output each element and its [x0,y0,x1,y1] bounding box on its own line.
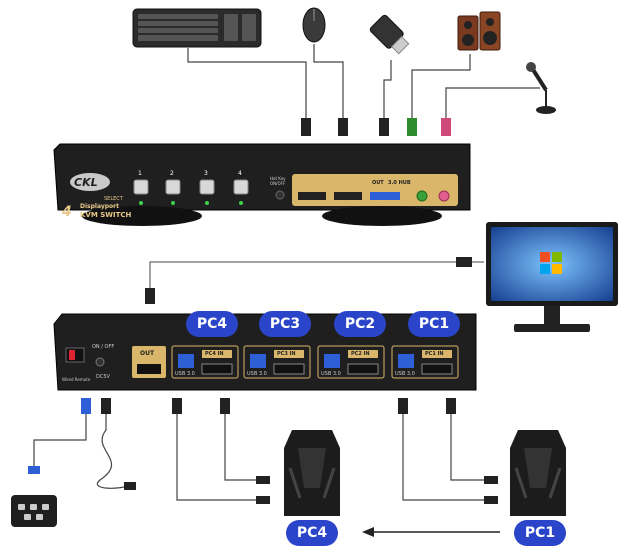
port-number-1: 1 [138,170,142,177]
pc-badge-bottom-right: PC1 [514,520,566,546]
power-label: ON / OFF [92,344,115,350]
usb-label-pc4: USB 3.0 [175,371,195,377]
port-in-label-pc3: PC3 IN [277,351,296,357]
rear-out-label: OUT [140,350,155,357]
usb-label-pc3: USB 3.0 [247,371,267,377]
port-in-label-pc1: PC1 IN [425,351,444,357]
hotkey-label: Hot Key ON/OFF [270,176,286,186]
model-line-2: KVM SWITCH [80,211,132,219]
microphone-icon [524,62,564,116]
mouse-icon [302,6,326,44]
usb-label-pc2: USB 3.0 [321,371,341,377]
pc-badge-pc1: PC1 [408,311,460,337]
usb-flash-drive-icon [366,12,416,60]
model-number: 4 [62,204,72,220]
speakers-icon [456,10,502,54]
port-number-4: 4 [238,170,242,177]
peripheral-cables [0,0,640,160]
front-out-label: OUT [372,180,384,186]
kvm-front-panel [52,140,476,240]
pc-tower-icon-left [280,428,344,520]
monitor-icon [484,220,620,338]
pc-badge-pc3: PC3 [259,311,311,337]
usb-hub-label: 3.0 HUB [388,180,411,186]
port-number-2: 2 [170,170,174,177]
model-line-1: Displayport [80,203,119,210]
port-in-label-pc4: PC4 IN [205,351,224,357]
wired-remote-label: Wired Remote [62,377,91,382]
pc-tower-icon-right [506,428,570,520]
dc-label: DC5V [96,374,110,380]
keyboard-icon [132,8,262,48]
port-in-label-pc2: PC2 IN [351,351,370,357]
select-label: SELECT [104,196,123,202]
pc-badge-pc4: PC4 [186,311,238,337]
port-number-3: 3 [204,170,208,177]
pc-badge-bottom-left: PC4 [286,520,338,546]
wired-remote-icon [10,494,58,528]
brand-logo: CKL [74,176,98,189]
pc-badge-pc2: PC2 [334,311,386,337]
usb-label-pc1: USB 3.0 [395,371,415,377]
